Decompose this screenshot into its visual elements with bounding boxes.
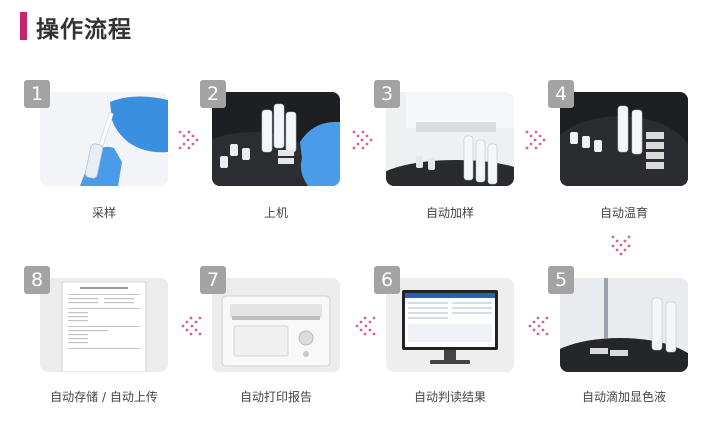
step-5-number: 5 [548,266,574,294]
step-2-image [212,92,340,186]
step-6-number: 6 [374,266,400,294]
page-title: 操作流程 [36,17,132,43]
step-5-image [560,278,688,372]
step-7-label: 自动打印报告 [239,390,312,404]
arrow-left-icon [524,316,550,336]
arrow-right-icon [351,130,377,150]
step-7-number: 7 [200,266,226,294]
step-3-image [386,92,514,186]
step-3-label: 自动加样 [425,206,474,220]
arrow-right-icon [524,130,550,150]
step-2-number: 2 [200,80,226,108]
step-6-label: 自动判读结果 [413,390,486,404]
step-3-number: 3 [374,80,400,108]
step-6-image [386,278,514,372]
step-5-label: 自动滴加显色液 [581,390,666,404]
step-8-number: 8 [24,266,50,294]
step-8-label: 自动存储 / 自动上传 [50,390,158,404]
step-4-image [560,92,688,186]
arrow-left-icon [177,316,203,336]
step-1-number: 1 [24,80,50,108]
step-1-label: 采样 [91,206,116,220]
arrow-left-icon [351,316,377,336]
arrow-down-icon [611,234,631,260]
step-8-image [40,278,168,372]
step-1-image [40,92,168,186]
step-7-image [212,278,340,372]
step-2-label: 上机 [263,206,288,220]
step-4-label: 自动温育 [599,206,648,220]
title-accent-bar [20,12,27,40]
arrow-right-icon [177,130,203,150]
step-4-number: 4 [548,80,574,108]
